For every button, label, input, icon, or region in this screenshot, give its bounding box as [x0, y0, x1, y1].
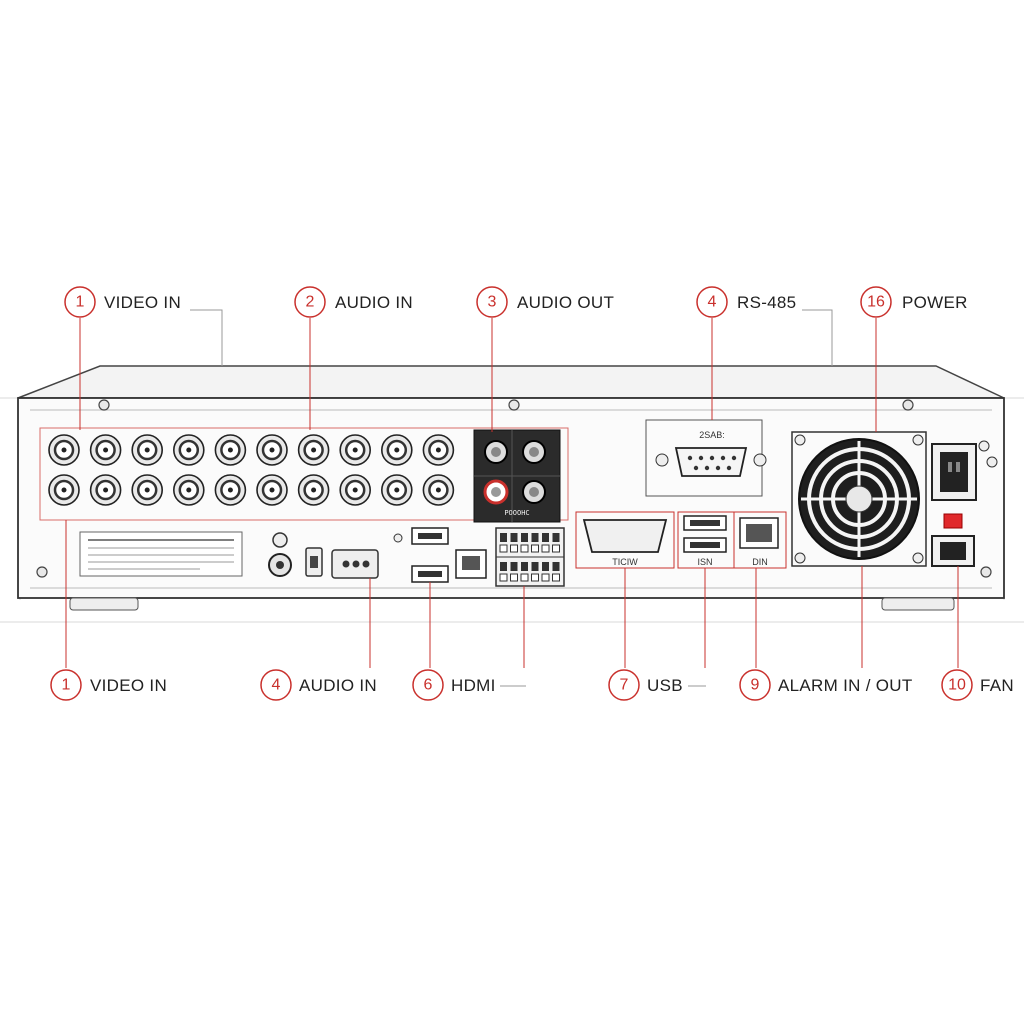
svg-text:AUDIO OUT: AUDIO OUT	[517, 293, 614, 312]
svg-text:USB: USB	[647, 676, 683, 695]
screw-icon	[98, 399, 110, 411]
serial-label: 2SAB:	[699, 430, 725, 440]
terminal-slot-icon	[510, 562, 518, 571]
screw-icon	[753, 453, 767, 467]
svg-text:VIDEO IN: VIDEO IN	[90, 676, 167, 695]
db9-connector-icon	[674, 447, 748, 477]
terminal-slot-icon	[521, 562, 528, 571]
callout-leader-lines	[65, 318, 959, 668]
audio-panel-label: POOOHC	[504, 509, 529, 517]
screw-icon	[508, 399, 520, 411]
usb-label: ISN	[697, 557, 712, 567]
terminal-slot-icon	[552, 533, 560, 542]
callout-4-rs485-top: 4 RS-485	[696, 286, 796, 318]
screw-icon	[36, 566, 48, 578]
svg-text:7: 7	[620, 677, 629, 694]
video-in-bnc-group	[39, 427, 569, 521]
svg-text:2: 2	[306, 294, 315, 311]
screw-icon	[980, 566, 992, 578]
callout-7-usb-bottom: 7 USB	[608, 669, 683, 701]
callout-9-alarm-bottom: 9 ALARM IN / OUT	[739, 669, 913, 701]
svg-text:AUDIO IN: AUDIO IN	[335, 293, 413, 312]
grey-leader-lines	[190, 309, 833, 687]
alarm-terminal-blocks	[495, 527, 565, 587]
svg-text:POWER: POWER	[902, 293, 968, 312]
terminal-slot-icon	[542, 533, 549, 542]
svg-text:1: 1	[76, 294, 85, 311]
svg-text:4: 4	[272, 677, 281, 694]
cooling-fan	[791, 431, 927, 567]
vga-label: TICIW	[612, 557, 638, 567]
svg-text:1: 1	[62, 677, 71, 694]
left-connectors	[268, 532, 403, 579]
svg-text:3: 3	[488, 294, 497, 311]
callout-10-fan-bottom: 10 FAN	[941, 669, 1014, 701]
svg-text:9: 9	[751, 677, 760, 694]
lan-port: DIN	[733, 511, 787, 569]
callout-3-audio-out-top: 3 AUDIO OUT	[476, 286, 614, 318]
lan-label: DIN	[752, 557, 768, 567]
power-indicator-icon	[943, 513, 963, 529]
svg-text:HDMI: HDMI	[451, 676, 496, 695]
terminal-slot-icon	[552, 562, 560, 571]
terminal-slot-icon	[531, 562, 539, 571]
callout-16-power-top: 16 POWER	[860, 286, 968, 318]
callout-2-audio-in-top: 2 AUDIO IN	[294, 286, 413, 318]
svg-text:AUDIO IN: AUDIO IN	[299, 676, 377, 695]
callout-1-video-in-bottom: 1 VIDEO IN	[50, 669, 167, 701]
terminal-slot-icon	[542, 562, 549, 571]
terminal-slot-icon	[500, 533, 507, 542]
svg-text:10: 10	[948, 677, 966, 694]
power-section	[931, 440, 998, 567]
screw-icon	[655, 453, 669, 467]
lan-port-small	[455, 549, 487, 579]
terminal-slot-icon	[500, 562, 507, 571]
ground-terminal-icon	[272, 532, 288, 548]
svg-text:ALARM IN / OUT: ALARM IN / OUT	[778, 676, 913, 695]
svg-text:VIDEO IN: VIDEO IN	[104, 293, 181, 312]
callout-6-hdmi-bottom: 6 HDMI	[412, 669, 496, 701]
vga-connector-icon	[582, 519, 668, 553]
callout-1-video-in-top: 1 VIDEO IN	[64, 286, 181, 318]
svg-text:FAN: FAN	[980, 676, 1014, 695]
terminal-slot-icon	[531, 533, 539, 542]
terminal-slot-icon	[521, 533, 528, 542]
svg-text:16: 16	[867, 294, 885, 311]
svg-text:6: 6	[424, 677, 433, 694]
serial-port: 2SAB:	[645, 419, 767, 497]
hdmi-ports	[411, 527, 449, 583]
audio-connector-panel: POOOHC	[473, 429, 561, 523]
usb-ports: ISN	[677, 511, 735, 569]
screw-icon	[902, 399, 914, 411]
callout-4-audio-in-bottom: 4 AUDIO IN	[260, 669, 377, 701]
terminal-slot-icon	[510, 533, 518, 542]
chassis-screws	[36, 399, 992, 578]
svg-text:RS-485: RS-485	[737, 293, 796, 312]
svg-text:4: 4	[708, 294, 717, 311]
warning-label-sticker	[79, 531, 243, 577]
